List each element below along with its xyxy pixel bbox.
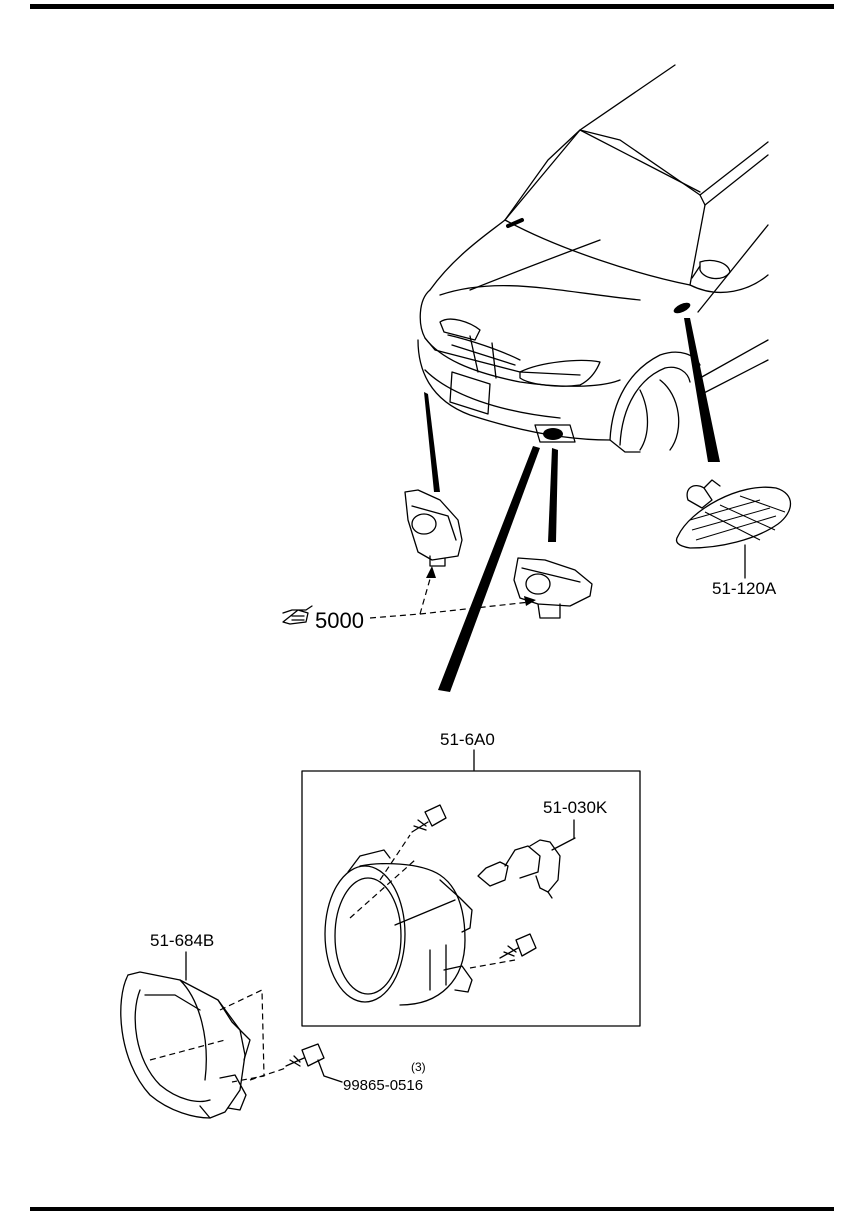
side-turn-lamp: [675, 479, 792, 579]
page-ref-label: 5000: [315, 608, 364, 633]
reference-callout: 5000: [282, 566, 536, 633]
bulb: [477, 837, 576, 899]
screw-top: [411, 804, 447, 833]
bracket: 51-684B: [120, 931, 265, 1119]
fog-lamp-small-right: [513, 557, 593, 619]
bottom-border: [30, 1207, 834, 1211]
pointing-hand-icon: [282, 605, 313, 625]
side-turn-lamp-label: 51-120A: [712, 579, 777, 598]
car-body: [417, 64, 769, 453]
leader-wedges: [424, 318, 720, 692]
fog-lamp-assy-label: 51-6A0: [440, 730, 495, 749]
bulb-label: 51-030K: [543, 798, 608, 817]
screw-bottom: [499, 933, 537, 959]
top-border: [30, 4, 834, 9]
fog-lamp-small-left: [404, 489, 463, 567]
fog-lamp-assy: 51-6A0 51-030K: [301, 730, 641, 1027]
bracket-label: 51-684B: [150, 931, 214, 950]
screw-qty-label: (3): [411, 1060, 426, 1074]
side-marker-location: [673, 302, 691, 314]
screw-label: 99865-0516: [343, 1077, 423, 1094]
screw-99865: 99865-0516 (3): [249, 1043, 426, 1094]
